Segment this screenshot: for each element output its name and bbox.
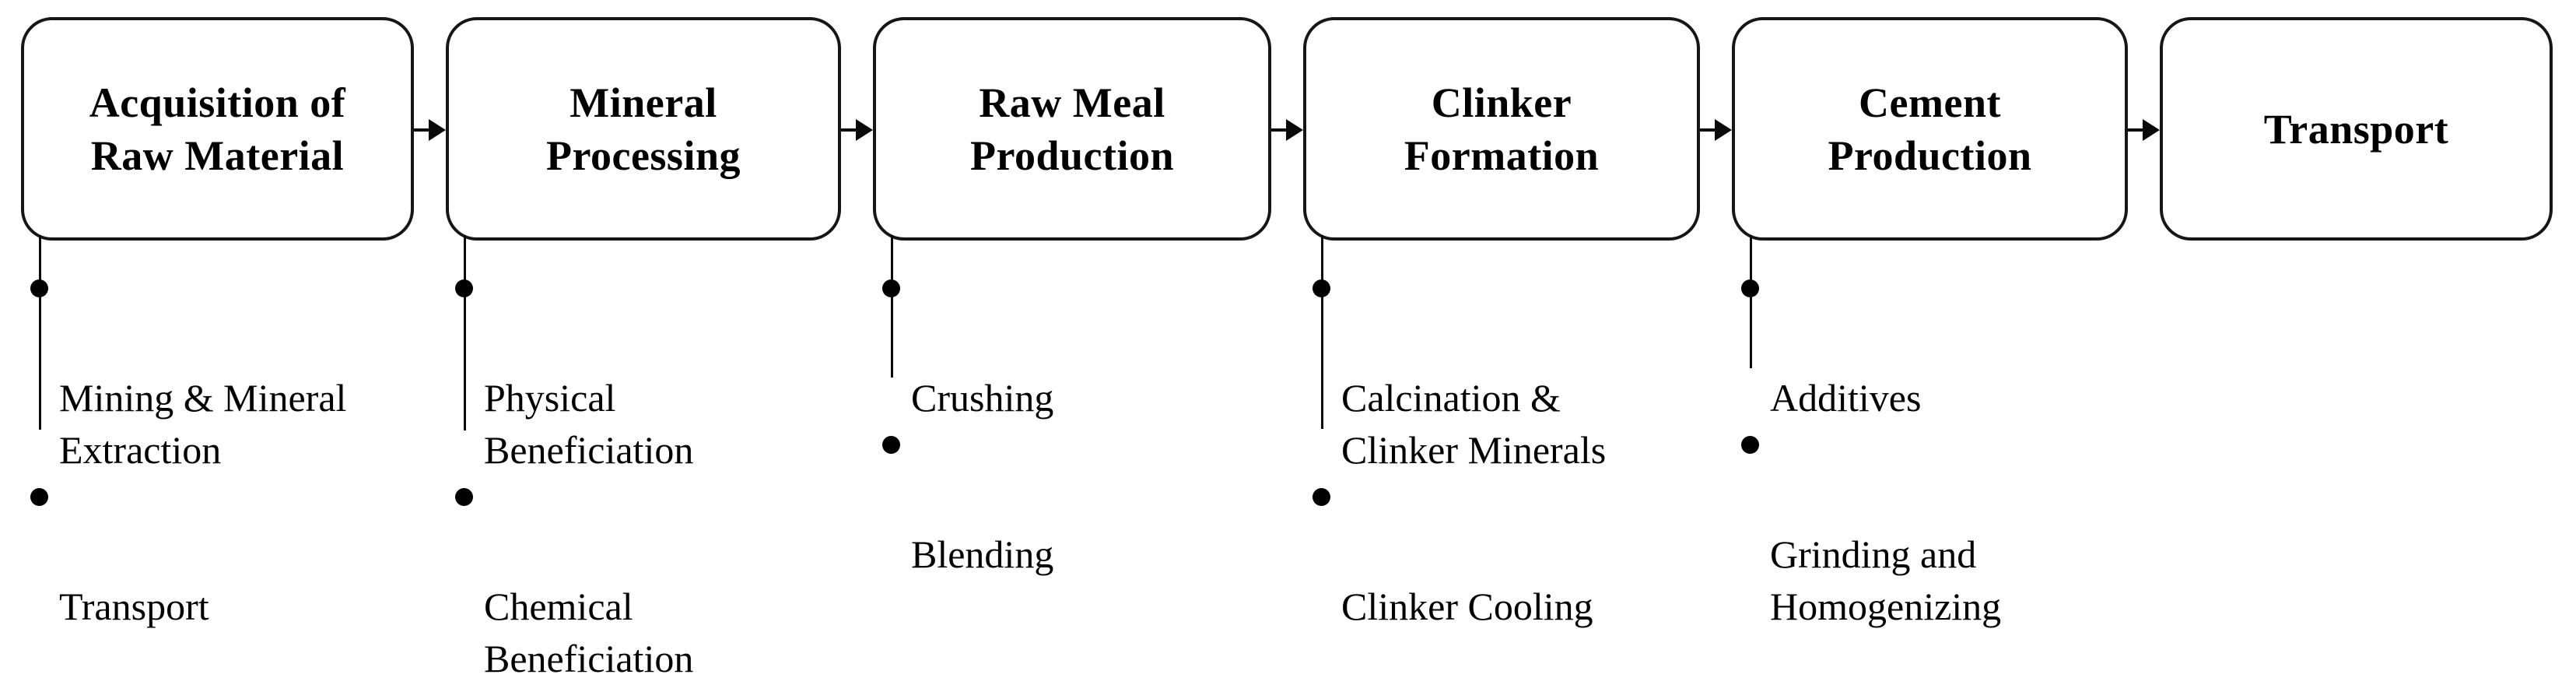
process-title: Transport (2263, 105, 2449, 153)
bullet-list: Mining & Mineral Extraction Transport (21, 268, 414, 633)
bullet-text: Mining & Mineral Extraction (59, 376, 347, 472)
bullet-text: Chemical Beneficiation (484, 585, 694, 680)
bullet-dot-icon (1741, 279, 1759, 297)
arrowhead-icon (1286, 119, 1303, 141)
process-step-raw-meal: Raw Meal Production Crushing Blending (873, 17, 1303, 576)
cement-process-flow-diagram: { "diagram_type": "process-flow", "color… (21, 17, 2553, 680)
process-step-cement-production: Cement Production Additives Grinding and… (1732, 17, 2160, 628)
process-box: Mineral Processing (446, 17, 841, 241)
process-box: Raw Meal Production (873, 17, 1271, 241)
bullet-list: Crushing Blending (873, 268, 1271, 581)
bullet-text: Calcination & Clinker Minerals (1341, 376, 1607, 472)
bullet-text: Grinding and Homogenizing (1770, 532, 2002, 628)
connector-stem (1321, 235, 1323, 429)
bullet-list: Calcination & Clinker Minerals Clinker C… (1303, 268, 1700, 633)
bullet-item: Additives (1741, 268, 2128, 424)
bullet-text: Crushing (911, 376, 1054, 420)
bullet-item: Crushing (882, 268, 1271, 424)
bullet-text: Blending (911, 532, 1054, 576)
arrow-shaft (414, 128, 433, 132)
bullet-dot-icon (1313, 279, 1330, 297)
process-step-transport: Transport (2160, 17, 2553, 476)
bullet-text: Additives (1770, 376, 1922, 420)
process-box: Acquisition of Raw Material (21, 17, 414, 241)
bullet-item: Physical Beneficiation (455, 268, 841, 476)
bullet-dot-icon (30, 279, 48, 297)
bullet-list: Additives Grinding and Homogenizing (1732, 268, 2128, 633)
bullet-item: Transport (30, 476, 414, 633)
bullet-dot-icon (1313, 488, 1330, 506)
process-step-acquisition: Acquisition of Raw Material Mining & Min… (21, 17, 446, 628)
bullet-dot-icon (882, 279, 900, 297)
connector-stem (1750, 235, 1752, 368)
arrow-shaft (2128, 128, 2147, 132)
bullet-dot-icon (455, 279, 473, 297)
bullet-item: Clinker Cooling (1313, 476, 1700, 633)
process-title: Cement Production (1828, 79, 2032, 179)
arrow-shaft (841, 128, 860, 132)
arrowhead-icon (1715, 119, 1732, 141)
bullet-item: Grinding and Homogenizing (1741, 424, 2128, 633)
connector-stem (891, 235, 893, 378)
process-title: Clinker Formation (1404, 79, 1600, 179)
process-title: Mineral Processing (546, 79, 741, 179)
bullet-dot-icon (455, 488, 473, 506)
process-box: Cement Production (1732, 17, 2128, 241)
bullet-dot-icon (882, 436, 900, 454)
process-step-clinker-formation: Clinker Formation Calcination & Clinker … (1303, 17, 1732, 628)
bullet-list: Physical Beneficiation Chemical Benefici… (446, 268, 841, 685)
process-title: Acquisition of Raw Material (89, 79, 346, 179)
process-box: Transport (2160, 17, 2553, 241)
bullet-item: Chemical Beneficiation (455, 476, 841, 685)
bullet-text: Clinker Cooling (1341, 585, 1593, 628)
bullet-dot-icon (1741, 436, 1759, 454)
connector-stem (464, 235, 466, 430)
arrowhead-icon (429, 119, 446, 141)
bullet-dot-icon (30, 488, 48, 506)
connector-stem (39, 235, 41, 430)
process-step-mineral-processing: Mineral Processing Physical Beneficiatio… (446, 17, 873, 680)
arrow-shaft (1700, 128, 1719, 132)
arrowhead-icon (2143, 119, 2160, 141)
bullet-item: Calcination & Clinker Minerals (1313, 268, 1700, 476)
process-title: Raw Meal Production (969, 79, 1175, 179)
bullet-item: Mining & Mineral Extraction (30, 268, 414, 476)
bullet-text: Physical Beneficiation (484, 376, 694, 472)
arrowhead-icon (856, 119, 873, 141)
process-box: Clinker Formation (1303, 17, 1700, 241)
bullet-text: Transport (59, 585, 209, 628)
bullet-item: Blending (882, 424, 1271, 581)
arrow-shaft (1271, 128, 1291, 132)
